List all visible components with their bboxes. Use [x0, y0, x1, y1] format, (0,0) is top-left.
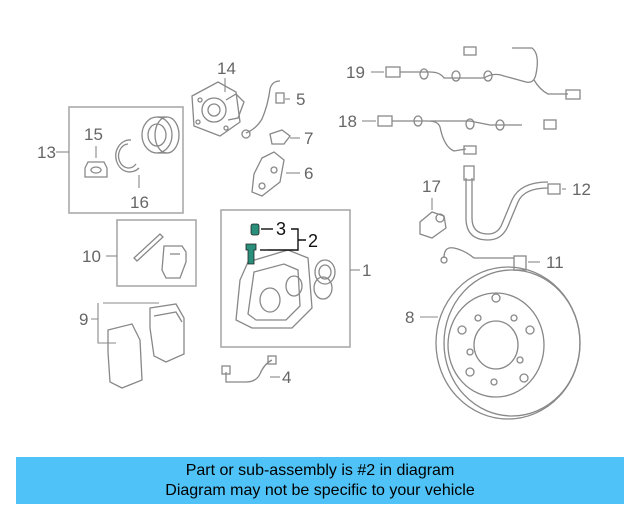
- bracket-2: [268, 228, 306, 251]
- callout-9[interactable]: 9: [79, 310, 88, 329]
- caption-banner: Part or sub-assembly is #2 in diagram Di…: [16, 457, 624, 504]
- callout-14[interactable]: 14: [217, 59, 236, 78]
- callout-7[interactable]: 7: [304, 129, 313, 148]
- callout-2[interactable]: 2: [308, 231, 318, 251]
- brake-line-part-5: [241, 80, 285, 139]
- callout-6[interactable]: 6: [304, 164, 313, 183]
- wear-sensor-part-19: [385, 46, 581, 100]
- bearing-part: [141, 116, 180, 154]
- callout-12[interactable]: 12: [572, 180, 591, 199]
- caliper-part: [235, 249, 336, 329]
- parts-diagram: 13 15 16 14 5 7: [37, 46, 591, 420]
- group-box-13: [68, 106, 184, 214]
- brake-line-part-4: [221, 355, 277, 383]
- callout-4[interactable]: 4: [282, 368, 291, 387]
- wear-sensor-part-18: [377, 115, 557, 155]
- group-box-1: [220, 209, 351, 348]
- callout-8[interactable]: 8: [405, 308, 414, 327]
- clip-part-7: [269, 129, 291, 145]
- brake-rotor-part-8: [435, 266, 581, 420]
- callout-19[interactable]: 19: [346, 63, 365, 82]
- abs-sensor-part-17: [419, 211, 447, 239]
- callout-17[interactable]: 17: [422, 177, 441, 196]
- callout-15[interactable]: 15: [84, 125, 103, 144]
- wheel-hub-part-14: [191, 81, 245, 137]
- pin-part: [133, 233, 187, 279]
- bracket-part-6: [251, 151, 285, 197]
- callout-5[interactable]: 5: [296, 90, 305, 109]
- group-box-10: [116, 219, 197, 287]
- callout-11[interactable]: 11: [546, 253, 564, 272]
- nut-part-15: [84, 161, 108, 178]
- highlighted-part-2[interactable]: [245, 223, 260, 265]
- bracket-9: [91, 302, 159, 344]
- callout-10[interactable]: 10: [82, 247, 101, 266]
- callout-13[interactable]: 13: [37, 143, 56, 162]
- callout-16[interactable]: 16: [130, 193, 149, 212]
- bolt-part-3[interactable]: [250, 223, 260, 236]
- snap-ring-part-16: [115, 139, 140, 173]
- brake-hose-part-12: [463, 165, 561, 241]
- callout-3[interactable]: 3: [276, 219, 286, 239]
- callout-1[interactable]: 1: [362, 261, 371, 280]
- caption-line-2: Diagram may not be specific to your vehi…: [165, 482, 475, 499]
- caption-line-1: Part or sub-assembly is #2 in diagram: [185, 462, 455, 479]
- callout-18[interactable]: 18: [338, 112, 357, 131]
- brake-pads-part-9: [107, 303, 185, 389]
- bolt-part-2[interactable]: [245, 243, 257, 265]
